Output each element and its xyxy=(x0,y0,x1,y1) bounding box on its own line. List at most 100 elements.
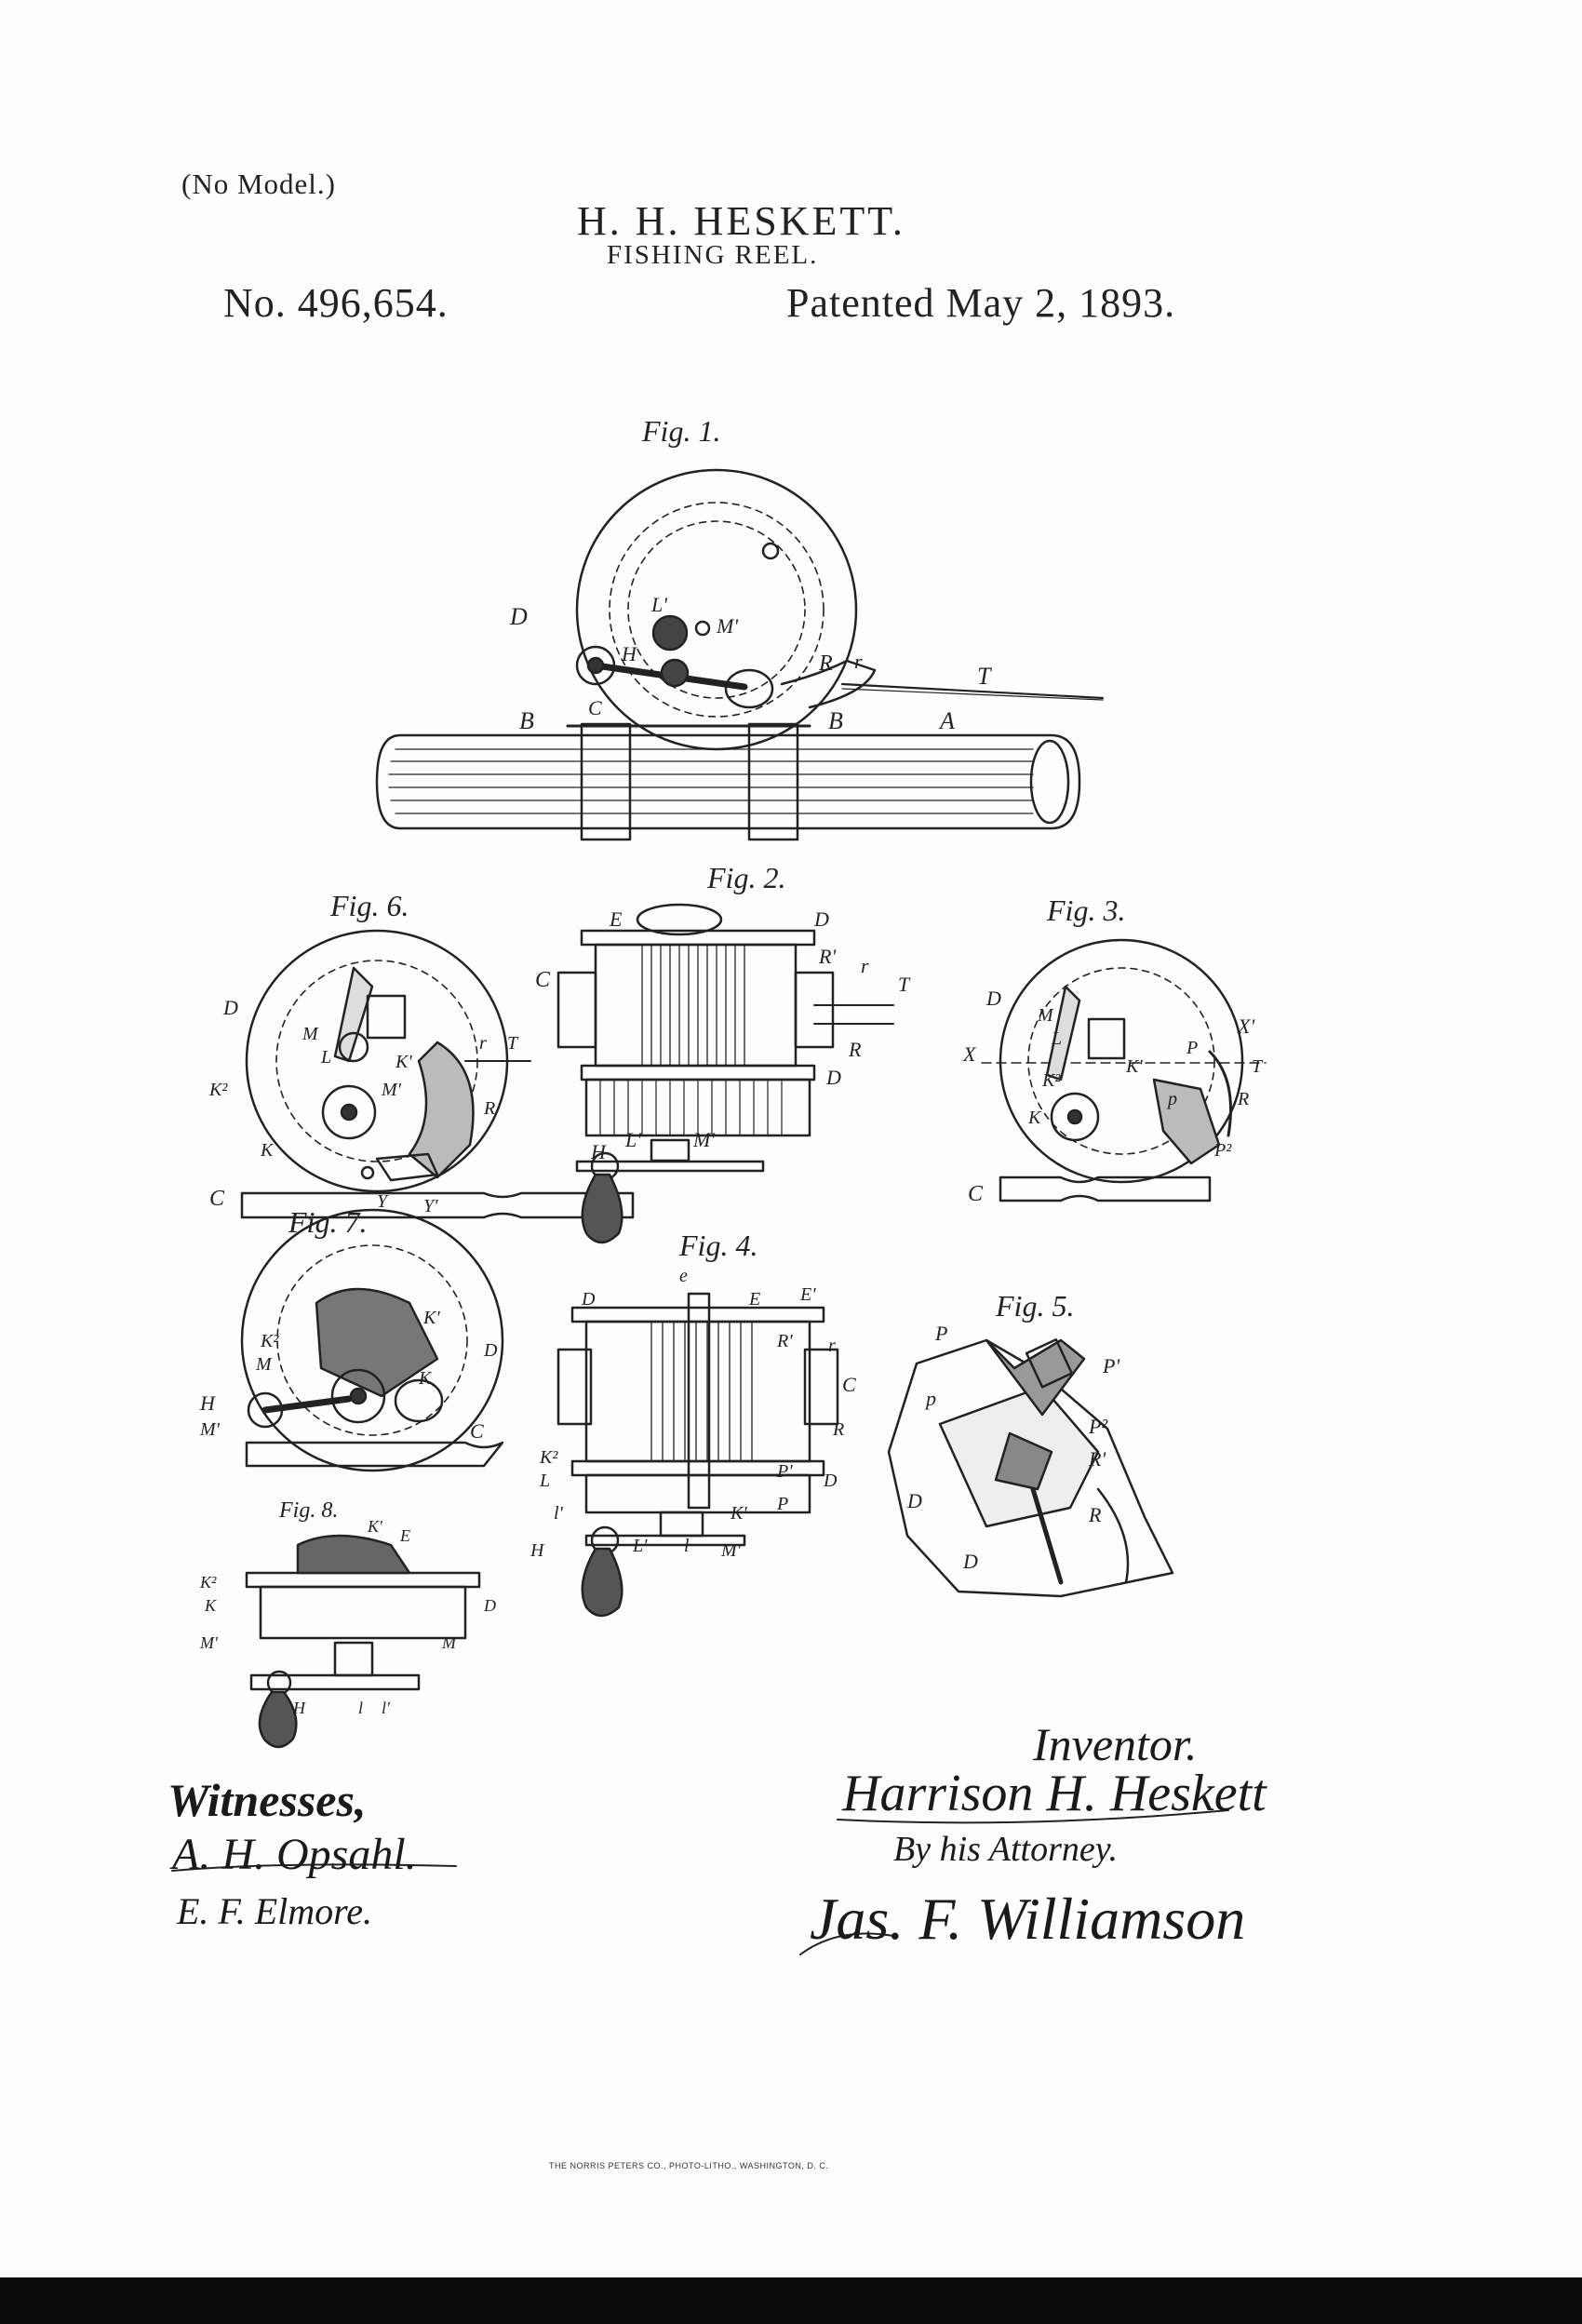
fig7-drawing xyxy=(240,1208,504,1472)
fig7-label-d: D xyxy=(484,1340,498,1361)
fig5-label-p1: P' xyxy=(1103,1354,1120,1377)
fig8-label-m1: M' xyxy=(200,1633,218,1652)
fig6-label-d: D xyxy=(223,996,238,1019)
fig4-label-h: H xyxy=(530,1540,544,1561)
fig6-drawing xyxy=(240,929,635,1219)
fig4-label-m: M' xyxy=(721,1540,741,1561)
fig3-caption: Fig. 3. xyxy=(1047,893,1126,927)
fig1-label-l: L' xyxy=(651,593,667,616)
fig3-label-k: K xyxy=(1028,1108,1041,1128)
fig6-label-y1: Y' xyxy=(423,1196,438,1216)
fig1-label-m: M' xyxy=(717,614,739,638)
fig4-label-e-small: e xyxy=(679,1266,688,1286)
fig1-label-a: A xyxy=(940,707,955,734)
fig4-label-e1: E' xyxy=(800,1284,816,1305)
witness-signature-2: E. F. Elmore. xyxy=(177,1890,372,1932)
fig4-label-k1: K' xyxy=(731,1503,747,1524)
fig6-label-m1: M' xyxy=(382,1080,401,1100)
fig5-drawing xyxy=(887,1338,1174,1598)
fig4-label-l-small: l xyxy=(684,1536,690,1556)
fig6-label-k1: K' xyxy=(396,1052,412,1072)
fig5-label-d-bottom: D xyxy=(963,1550,978,1573)
fig6-label-c: C xyxy=(209,1187,225,1211)
fig7-label-k2: K² xyxy=(261,1331,279,1351)
fig4-label-e: E xyxy=(749,1289,761,1310)
fig3-label-k1: K' xyxy=(1126,1056,1143,1077)
fig5-label-d-left: D xyxy=(907,1489,922,1512)
fig8-label-m: M xyxy=(442,1633,456,1652)
inventor-label: Inventor. xyxy=(1033,1718,1198,1770)
fig6-label-k2: K² xyxy=(209,1080,228,1100)
fig8-label-k2: K² xyxy=(200,1573,217,1592)
fig8-label-k1: K' xyxy=(368,1517,382,1536)
fig3-label-p2: P² xyxy=(1214,1140,1232,1161)
fig4-label-l2: L' xyxy=(633,1536,648,1556)
fig4-drawing xyxy=(556,1292,839,1618)
fig2-label-d-top: D xyxy=(814,907,829,931)
witness-signature-1: A. H. Opsahl. xyxy=(172,1830,417,1879)
fig4-label-r: r xyxy=(828,1336,836,1356)
no-model-note: (No Model.) xyxy=(181,168,336,200)
fig8-label-k: K xyxy=(205,1596,217,1615)
fig2-label-m: M' xyxy=(693,1128,716,1151)
fig2-drawing xyxy=(556,903,894,1244)
fig6-label-m: M xyxy=(302,1024,318,1044)
fig5-caption: Fig. 5. xyxy=(996,1289,1075,1323)
fig3-label-r: R xyxy=(1238,1089,1250,1109)
fig4-label-p: P xyxy=(777,1494,789,1514)
fig3-label-t: T xyxy=(1252,1056,1263,1077)
fig4-caption: Fig. 4. xyxy=(679,1229,758,1262)
fig6-label-r-cap: R xyxy=(484,1098,496,1119)
fig7-caption: Fig. 7. xyxy=(288,1205,368,1239)
fig6-label-r: r xyxy=(479,1033,487,1054)
fig8-drawing xyxy=(245,1534,481,1749)
fig7-label-k: K xyxy=(419,1368,432,1389)
fig8-label-d: D xyxy=(484,1596,496,1615)
scan-margin xyxy=(1385,0,1582,2277)
fig3-label-p-lower: p xyxy=(1168,1089,1177,1109)
fig1-label-c: C xyxy=(588,696,602,719)
fig5-label-p-cap: P xyxy=(935,1322,948,1345)
fig2-label-c: C xyxy=(535,968,551,992)
fig4-label-l: L xyxy=(540,1471,551,1491)
fig4-label-d: D xyxy=(582,1289,596,1310)
fig1-caption: Fig. 1. xyxy=(642,414,721,448)
witnesses-label: Witnesses, xyxy=(168,1774,367,1826)
fig1-label-h: H xyxy=(622,642,637,665)
fig3-label-k2: K² xyxy=(1042,1070,1061,1091)
fig3-drawing xyxy=(981,938,1267,1202)
fig6-label-y: Y xyxy=(377,1191,388,1212)
fig6-label-l: L xyxy=(321,1047,332,1068)
fig2-label-e: E xyxy=(610,907,623,931)
fig4-label-p1: P' xyxy=(777,1461,793,1482)
by-attorney-label: By his Attorney. xyxy=(893,1830,1118,1869)
fig2-label-t: T xyxy=(898,973,910,996)
fig1-label-b-left: B xyxy=(519,707,534,734)
fig7-label-m: M xyxy=(256,1354,272,1375)
fig4-label-r-cap: R xyxy=(833,1419,845,1440)
fig3-label-x: X xyxy=(963,1042,976,1066)
fig7-label-k1: K' xyxy=(423,1308,440,1328)
fig3-label-l: L xyxy=(1052,1028,1063,1049)
fig7-label-c: C xyxy=(470,1419,484,1443)
fig8-label-h: H xyxy=(293,1699,305,1717)
fig8-caption: Fig. 8. xyxy=(279,1498,339,1523)
patent-number: No. 496,654. xyxy=(223,280,449,326)
fig4-label-l1: l' xyxy=(554,1503,563,1524)
fig2-caption: Fig. 2. xyxy=(707,861,786,894)
attorney-signature: Jas. F. Williamson xyxy=(810,1886,1246,1952)
fig4-label-k2: K² xyxy=(540,1447,558,1468)
fig1-label-t: T xyxy=(977,663,991,690)
scan-bottom-edge xyxy=(0,2277,1582,2324)
fig1-label-r-cap: R xyxy=(819,652,833,676)
patent-title: FISHING REEL. xyxy=(607,240,819,270)
fig6-caption: Fig. 6. xyxy=(330,889,409,922)
witness-signature-flourish xyxy=(171,1863,457,1872)
fig6-label-t: T xyxy=(507,1033,518,1054)
fig4-label-r1: R' xyxy=(777,1331,793,1351)
fig3-label-c: C xyxy=(968,1182,984,1206)
printer-imprint: THE NORRIS PETERS CO., PHOTO-LITHO., WAS… xyxy=(549,2161,829,2170)
fig8-label-l1: l' xyxy=(382,1699,390,1717)
fig5-label-r: R xyxy=(1089,1503,1102,1526)
